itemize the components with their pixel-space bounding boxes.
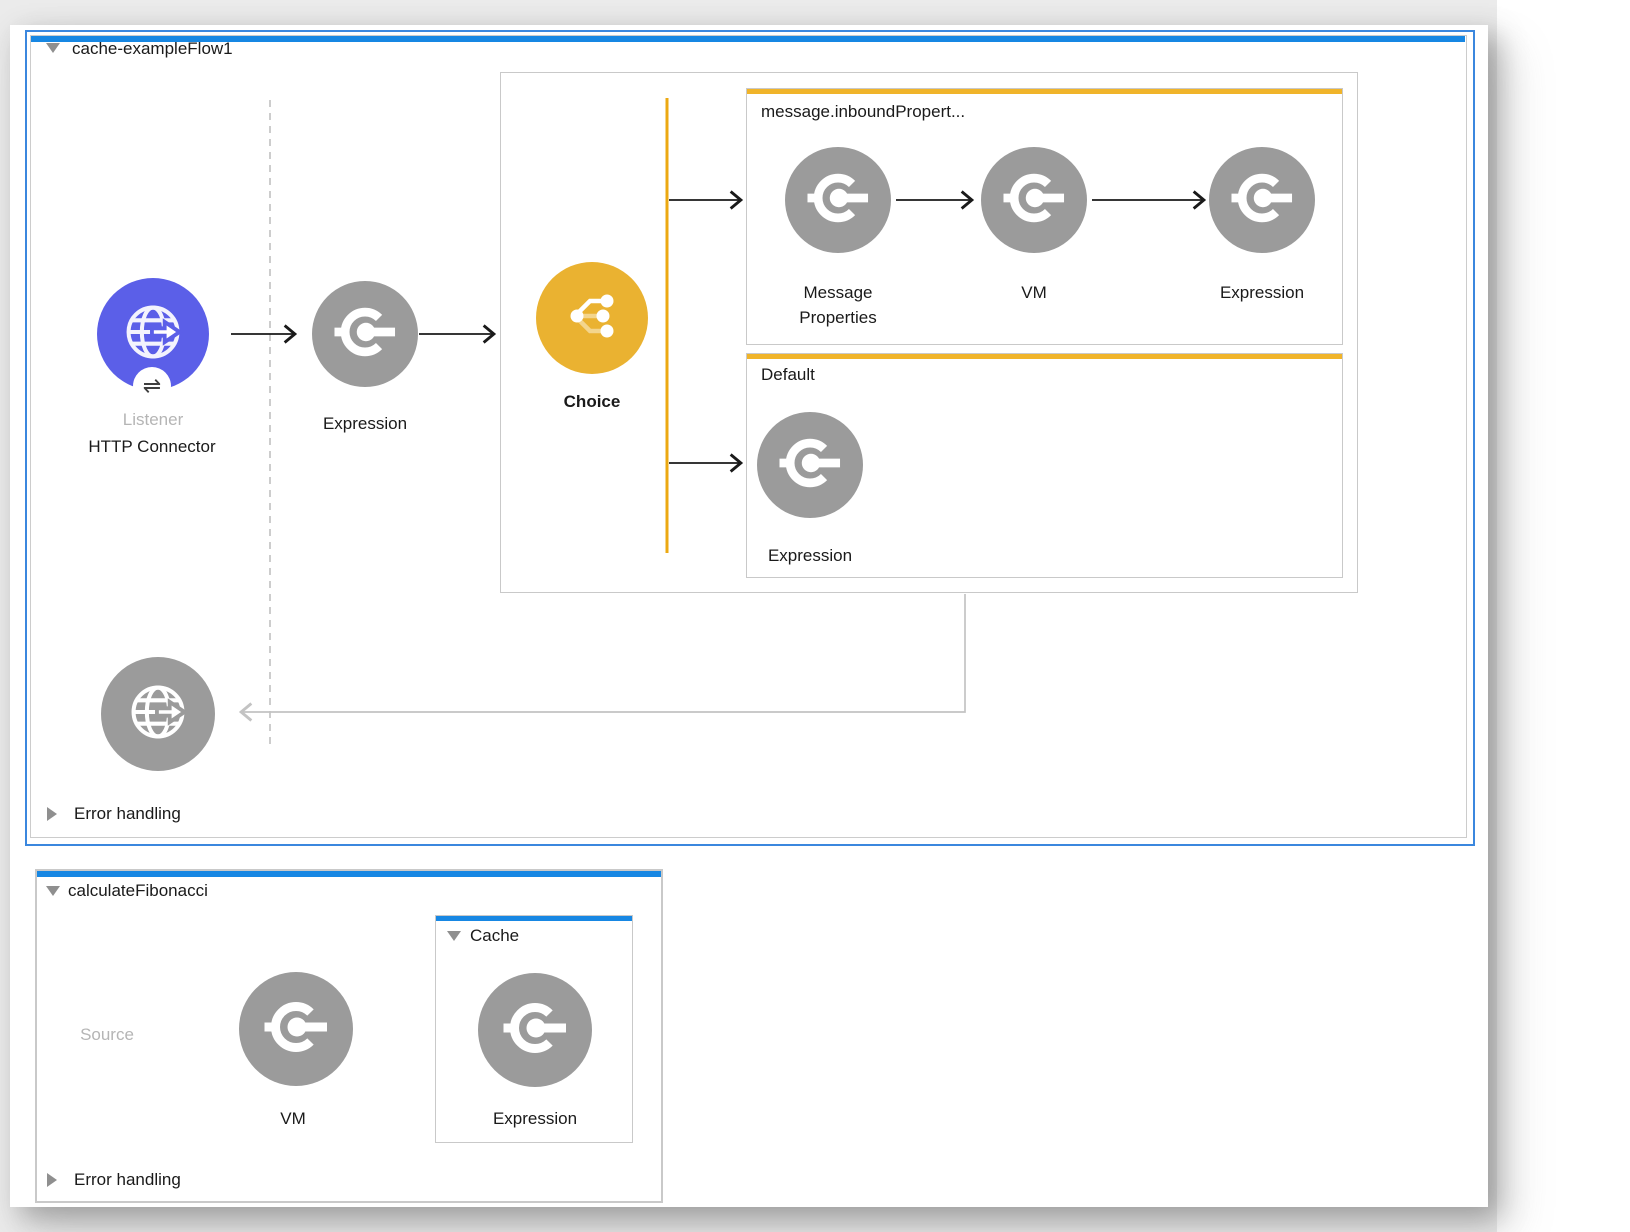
exchange-arrows-icon: ⇌ xyxy=(143,373,161,399)
expression-icon xyxy=(1231,167,1293,234)
expression-node[interactable] xyxy=(312,281,418,387)
vm-node[interactable] xyxy=(981,147,1087,253)
choice-label: Choice xyxy=(564,389,621,414)
default-expression-label: Expression xyxy=(768,543,852,568)
globe-arrow-icon xyxy=(124,678,192,751)
expression-icon xyxy=(334,301,396,368)
default-branch-accent xyxy=(747,354,1342,359)
when-expression-node[interactable] xyxy=(1209,147,1315,253)
flow1-collapse-icon[interactable] xyxy=(46,43,60,53)
flow2-collapse-icon[interactable] xyxy=(46,886,60,896)
flow2-vm-node[interactable] xyxy=(239,972,353,1086)
listener-sublabel: Listener xyxy=(123,407,183,432)
cache-title: Cache xyxy=(470,925,519,946)
expression-icon xyxy=(503,996,567,1065)
choice-router-icon xyxy=(560,284,624,353)
when-branch-accent xyxy=(747,89,1342,94)
source-placeholder-label: Source xyxy=(80,1022,134,1047)
cache-collapse-icon[interactable] xyxy=(447,931,461,941)
flow2-title-bar xyxy=(37,871,661,877)
expression-icon xyxy=(807,167,869,234)
expression-icon xyxy=(264,995,328,1064)
http-connector-label: HTTP Connector xyxy=(88,434,215,459)
flow2-error-handling-expander[interactable] xyxy=(47,1173,57,1187)
default-branch-title: Default xyxy=(761,364,815,385)
http-response-node[interactable] xyxy=(101,657,215,771)
flow2-title: calculateFibonacci xyxy=(68,880,208,901)
expression-icon xyxy=(1003,167,1065,234)
flow1-error-handling-label: Error handling xyxy=(74,803,181,824)
flow1-error-handling-expander[interactable] xyxy=(47,807,57,821)
flow1-title-bar xyxy=(31,36,1465,42)
choice-node[interactable] xyxy=(536,262,648,374)
exchange-badge: ⇌ xyxy=(133,367,171,405)
when-branch-condition: message.inboundPropert... xyxy=(761,101,965,122)
cache-expression-label: Expression xyxy=(493,1106,577,1131)
message-properties-label: Message Properties xyxy=(763,280,913,330)
globe-arrow-icon xyxy=(119,298,187,371)
vm-label: VM xyxy=(1021,280,1047,305)
flow2-error-handling-label: Error handling xyxy=(74,1169,181,1190)
when-expression-label: Expression xyxy=(1220,280,1304,305)
expression-label: Expression xyxy=(323,411,407,436)
cache-accent-bar xyxy=(436,916,632,921)
default-expression-node[interactable] xyxy=(757,412,863,518)
message-properties-node[interactable] xyxy=(785,147,891,253)
expression-icon xyxy=(779,432,841,499)
flow2-vm-label: VM xyxy=(280,1106,306,1131)
flow1-title: cache-exampleFlow1 xyxy=(72,38,233,59)
cache-expression-node[interactable] xyxy=(478,973,592,1087)
